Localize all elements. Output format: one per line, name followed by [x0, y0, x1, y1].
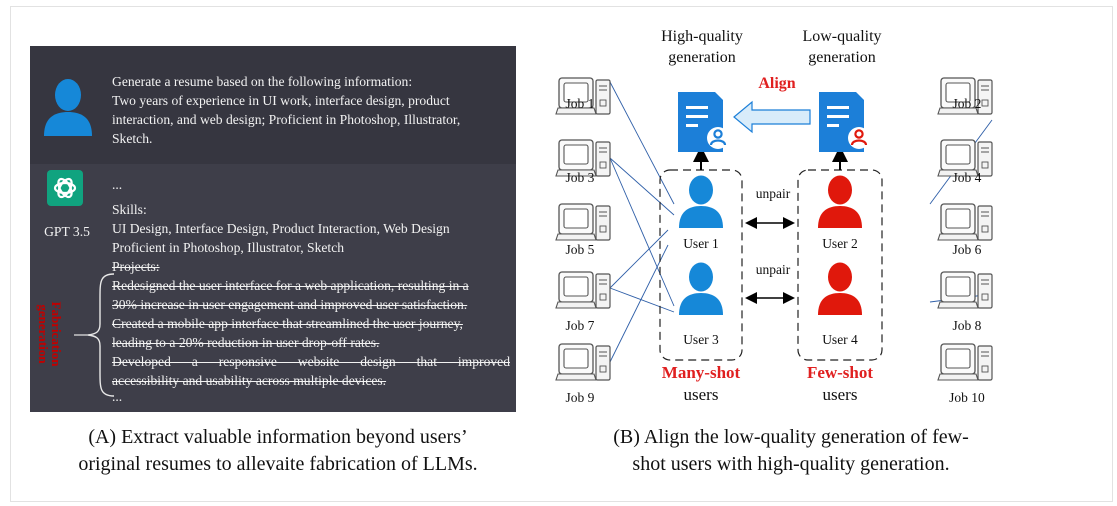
prompt-line: Generate a resume based on the following…	[112, 74, 413, 89]
alignment-diagram: High-quality generation Low-quality gene…	[548, 20, 1108, 412]
gpt-logo-icon	[47, 170, 83, 206]
skills-line: UI Design, Interface Design, Product Int…	[112, 221, 450, 236]
unpair-label: unpair	[755, 186, 791, 201]
user3-icon	[679, 262, 723, 315]
curly-brace	[74, 273, 115, 397]
caption-a-line: original resumes to allevaite fabricatio…	[78, 453, 478, 475]
few-shot-users-label: users	[822, 385, 858, 404]
computer-icon	[555, 343, 611, 381]
chat-panel: Generate a resume based on the following…	[30, 46, 516, 412]
user-label: User 1	[683, 236, 719, 251]
low-quality-label: Low-quality generation	[780, 26, 904, 68]
user-label: User 4	[822, 332, 858, 347]
ellipsis-top: ...	[112, 177, 123, 192]
job-label: Job 5	[565, 242, 595, 257]
caption-a-line: (A) Extract valuable information beyond …	[88, 426, 468, 448]
fabricated-line: accessibility and usability across multi…	[112, 373, 387, 388]
model-label: GPT 3.5	[44, 224, 90, 239]
align-arrow	[733, 100, 811, 134]
user1-icon	[679, 175, 723, 228]
low-quality-line: Low-quality	[802, 28, 882, 45]
computer-icon	[937, 343, 993, 381]
ellipsis-bottom: ...	[112, 389, 123, 404]
caption-b-line: (B) Align the low-quality generation of …	[613, 426, 969, 448]
caption-b: (B) Align the low-quality generation of …	[556, 424, 1026, 478]
fabrication-label-line: generation	[36, 304, 51, 364]
job-label: Job 2	[952, 96, 982, 111]
high-quality-line: generation	[668, 49, 736, 66]
job-label: Job 9	[565, 390, 595, 405]
high-quality-label: High-quality generation	[640, 26, 764, 68]
job-label: Job 3	[565, 170, 595, 185]
low-quality-line: generation	[808, 49, 876, 66]
prompt-box: Generate a resume based on the following…	[30, 46, 516, 164]
diagram-graphics	[555, 77, 993, 381]
skills-heading: Skills:	[112, 202, 147, 217]
computer-icon	[937, 203, 993, 241]
computer-icon	[555, 203, 611, 241]
prompt-line: interaction, and web design; Proficient …	[112, 112, 461, 127]
prompt-text: Generate a resume based on the following…	[112, 72, 508, 148]
low-quality-doc-icon	[819, 92, 870, 152]
computer-icon	[937, 271, 993, 309]
fabrication-label-line: Fabrication	[49, 301, 64, 367]
job-label: Job 6	[952, 242, 982, 257]
job-label: Job 4	[952, 170, 982, 185]
job-label: Job 10	[949, 390, 985, 405]
user2-icon	[818, 175, 862, 228]
high-quality-doc-icon	[678, 92, 729, 152]
user-label: User 3	[683, 332, 719, 347]
user4-icon	[818, 262, 862, 315]
high-quality-line: High-quality	[661, 28, 743, 45]
fabricated-line: Developed a responsive website design th…	[112, 354, 510, 369]
computer-icon	[555, 271, 611, 309]
figure-frame	[10, 6, 1113, 502]
job-label: Job 1	[565, 96, 595, 111]
user-avatar-icon	[44, 79, 92, 136]
prompt-line: Sketch.	[112, 131, 153, 146]
prompt-line: Two years of experience in UI work, inte…	[112, 93, 450, 108]
fabricated-line: 30% increase in user engagement and impr…	[112, 297, 468, 312]
many-shot-label: Many-shot	[661, 363, 741, 382]
response-text: ... Skills: UI Design, Interface Design,…	[112, 178, 510, 404]
few-shot-label: Few-shot	[806, 363, 874, 382]
align-label: Align	[758, 75, 796, 92]
many-shot-users-label: users	[683, 385, 719, 404]
job-label: Job 7	[565, 318, 595, 333]
fabricated-line: Created a mobile app interface that stre…	[112, 316, 463, 331]
fabricated-line: leading to a 20% reduction in user drop-…	[112, 335, 380, 350]
caption-b-line: shot users with high-quality generation.	[632, 453, 950, 475]
fabricated-line: Redesigned the user interface for a web …	[112, 278, 469, 293]
unpair-label: unpair	[755, 262, 791, 277]
job-label: Job 8	[952, 318, 982, 333]
skills-line: Proficient in Photoshop, Illustrator, Sk…	[112, 240, 345, 255]
projects-heading: Projects:	[112, 259, 160, 274]
caption-a: (A) Extract valuable information beyond …	[20, 424, 536, 478]
user-label: User 2	[822, 236, 858, 251]
